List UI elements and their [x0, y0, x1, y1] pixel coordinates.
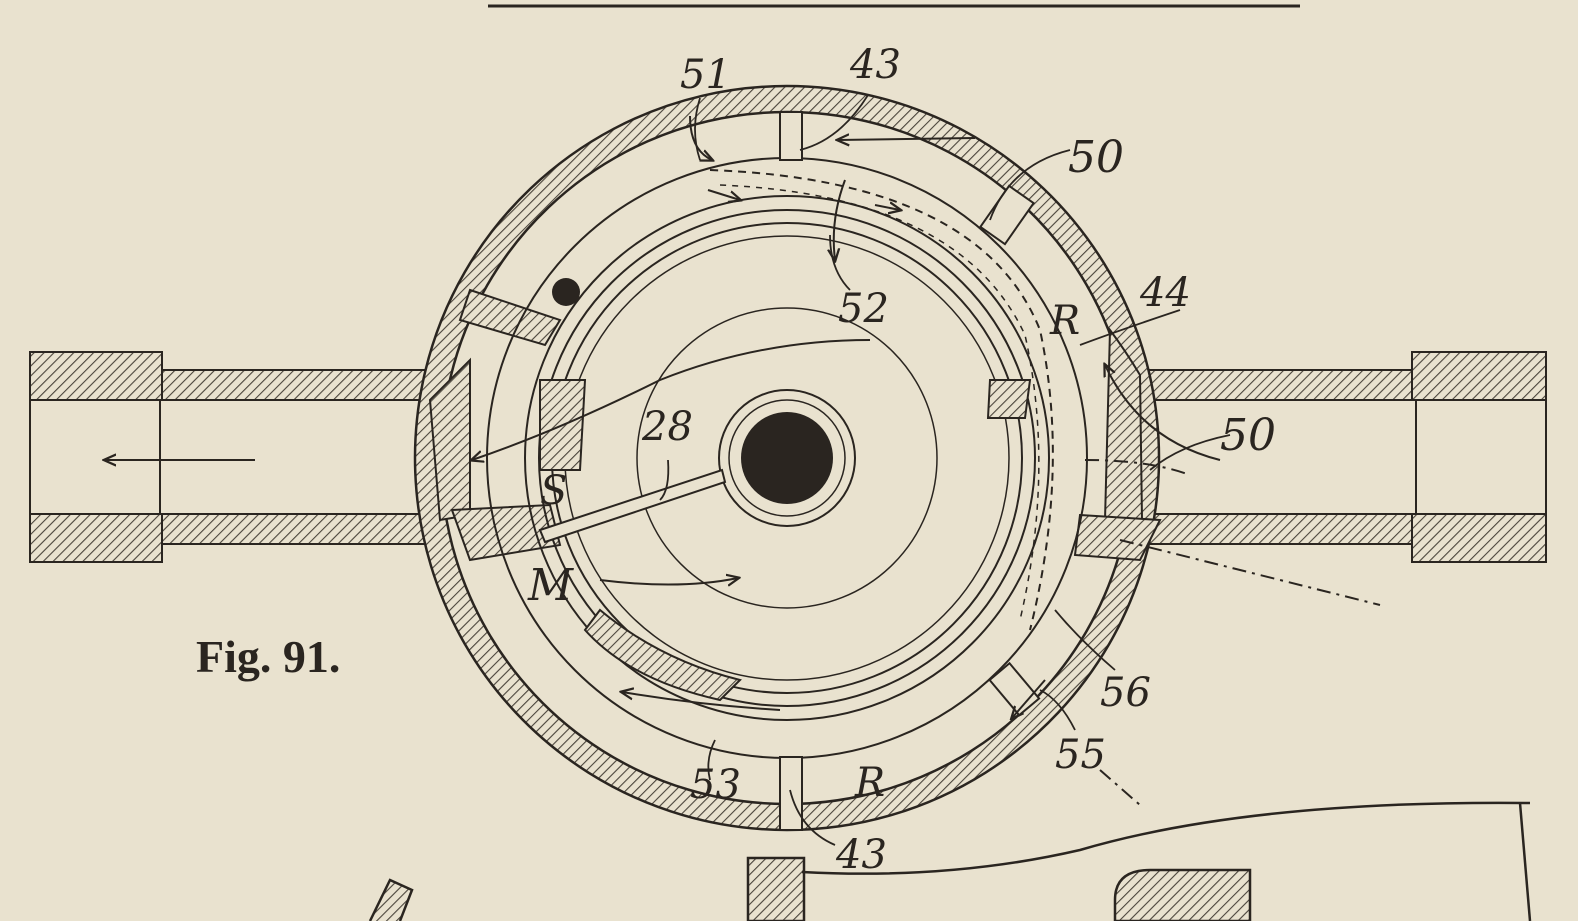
lever-arm: [538, 468, 727, 544]
label-50-right: 50: [1220, 410, 1276, 461]
label-53: 53: [690, 762, 741, 808]
flow-arrows: [105, 115, 1221, 718]
label-55: 55: [1055, 732, 1106, 778]
label-51: 51: [680, 52, 731, 98]
pivot-pin: [552, 278, 580, 306]
junction-webs: [428, 288, 1162, 562]
lower-fragment: [368, 801, 1532, 921]
inner-rings: [486, 157, 1088, 759]
section-line: [1084, 459, 1381, 806]
leader-lines: [659, 94, 1231, 846]
label-43-bottom: 43: [835, 832, 887, 878]
reference-labels: 51 43 50 44 50 52 28 R S M 56 55 53 R 43: [527, 42, 1276, 878]
label-R-bottom: R: [854, 760, 885, 806]
dashed-guide-2: [719, 184, 1040, 621]
figure-caption: Fig. 91.: [196, 631, 340, 682]
label-44: 44: [1139, 270, 1191, 316]
label-50-top: 50: [1068, 132, 1124, 183]
label-43-top: 43: [849, 42, 901, 88]
dashed-guide: [709, 169, 1054, 631]
label-M: M: [527, 560, 574, 611]
label-28: 28: [641, 404, 693, 450]
label-52: 52: [838, 286, 889, 332]
label-R-right: R: [1049, 298, 1080, 344]
left-pipe: [29, 351, 453, 563]
label-56: 56: [1100, 670, 1151, 716]
right-pipe: [1119, 351, 1547, 563]
hub: [718, 389, 856, 527]
label-S: S: [540, 468, 567, 514]
